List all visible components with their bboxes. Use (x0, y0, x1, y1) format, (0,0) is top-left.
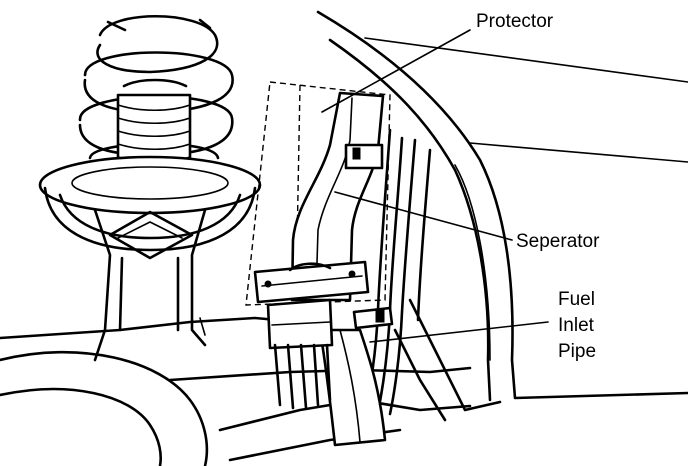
label-fuel: Fuel (558, 289, 595, 310)
tire (0, 350, 209, 466)
strut-rod (116, 78, 192, 177)
label-protector: Protector (476, 11, 554, 32)
leader-lines (321, 29, 549, 343)
label-inlet: Inlet (558, 315, 595, 336)
hose-ends (266, 298, 334, 410)
spring-seat (38, 155, 262, 252)
protector-outline (245, 81, 391, 306)
body-panel (316, 10, 688, 402)
protector-leader (321, 29, 471, 113)
main-clamp (253, 260, 370, 304)
lower-clamp (352, 306, 394, 330)
fuel-pipe-leader (369, 321, 549, 343)
label-separator: Seperator (516, 231, 600, 252)
lower-frame (0, 298, 502, 462)
strut-body (93, 208, 207, 362)
separator-leader (334, 191, 513, 241)
fuel-pipe-bundle (318, 128, 432, 447)
upper-clamp (344, 143, 384, 170)
label-pipe: Pipe (558, 341, 596, 362)
